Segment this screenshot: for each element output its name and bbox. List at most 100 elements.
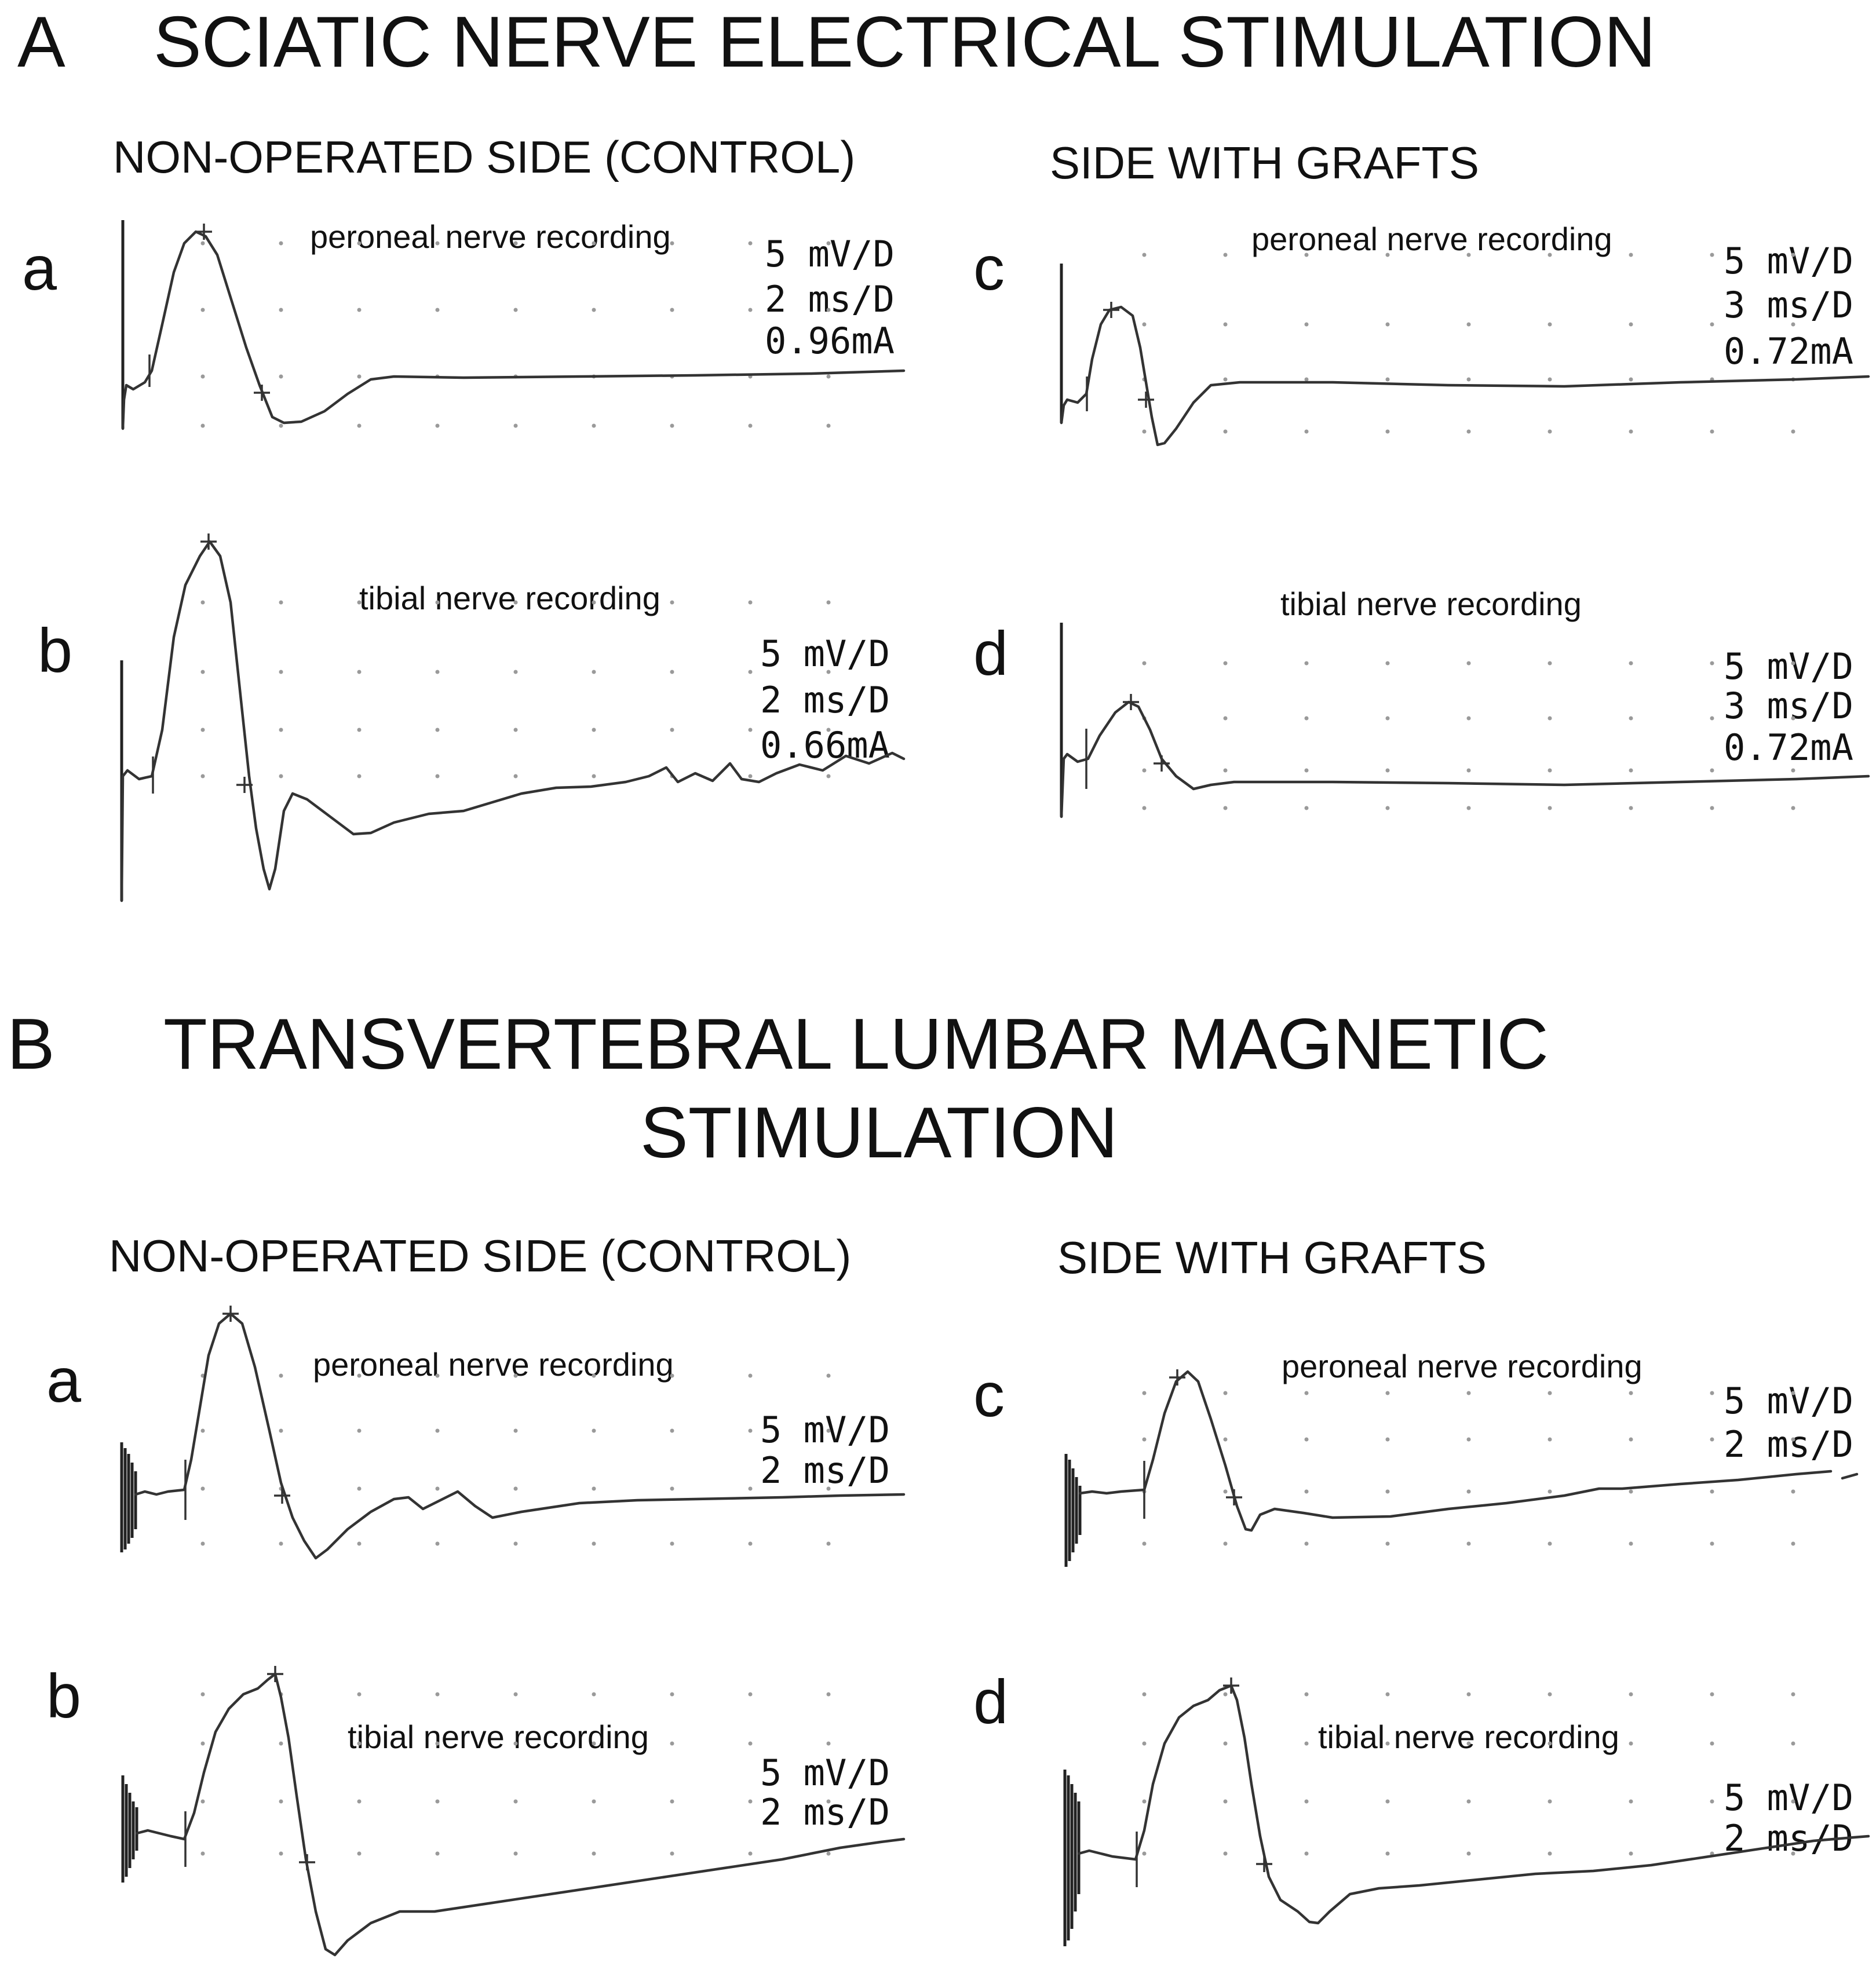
offset-marker: [274, 1487, 290, 1504]
grid-dot: [279, 1851, 283, 1856]
grid-dot: [1466, 1799, 1471, 1804]
grid-dot: [1304, 768, 1309, 773]
grid-dot: [1142, 1692, 1147, 1697]
grid-dot: [513, 1799, 518, 1804]
grid-dot: [592, 1373, 596, 1378]
recording-label: peroneal nerve recording: [1282, 1348, 1643, 1384]
grid-dot: [1142, 768, 1147, 773]
grid-dot: [1710, 716, 1714, 721]
gain-param: 5 mV/D: [760, 633, 890, 675]
grid-dot: [513, 1428, 518, 1433]
grid-dot: [670, 1741, 674, 1746]
grid-dot: [1142, 1391, 1147, 1395]
grid-dot: [1304, 716, 1309, 721]
trace: [135, 1672, 906, 1957]
grid-dot: [513, 308, 518, 312]
sweep-param: 2 ms/D: [1724, 1423, 1853, 1465]
grid-dot: [200, 423, 205, 428]
grid-dot: [435, 1799, 440, 1804]
grid-dot: [592, 1541, 596, 1546]
panel-a-b: b tibial nerve recording 5 mV/D 2 ms/D 0…: [38, 533, 906, 902]
grid-dot: [1791, 716, 1795, 721]
current-param: 0.72mA: [1724, 330, 1853, 372]
grid-dot: [826, 728, 831, 732]
grid-dot: [1791, 768, 1795, 773]
grid-dot: [748, 1373, 753, 1378]
grid-dot: [1791, 1799, 1795, 1804]
grid-dot: [279, 1373, 283, 1378]
grid-dot: [1791, 1741, 1795, 1746]
grid-dot: [670, 241, 674, 246]
grid-dot: [279, 728, 283, 732]
grid-dot: [1466, 1692, 1471, 1697]
panel-a-d: d tibial nerve recording 5 mV/D 3 ms/D 0…: [973, 586, 1870, 818]
left-side-label: NON-OPERATED SIDE (CONTROL): [109, 1230, 851, 1281]
grid-dot: [1466, 429, 1471, 434]
grid-dot: [1710, 768, 1714, 773]
grid-dot: [670, 1692, 674, 1697]
grid-dot: [1142, 322, 1147, 327]
trace: [121, 230, 906, 430]
gain-param: 5 mV/D: [1724, 1777, 1853, 1819]
grid-dot: [592, 241, 596, 246]
grid-dot: [279, 241, 283, 246]
grid-dot: [748, 1428, 753, 1433]
grid-dot: [1223, 768, 1228, 773]
grid-dot: [1791, 1692, 1795, 1697]
grid-dot: [279, 308, 283, 312]
grid-dot: [1466, 1851, 1471, 1856]
grid-dot: [357, 423, 362, 428]
stimulus-artifact: [1063, 1770, 1081, 1946]
offset-marker: [1226, 1489, 1242, 1505]
section-b: B TRANSVERTEBRAL LUMBAR MAGNETIC STIMULA…: [7, 1004, 1870, 1957]
grid-dot: [592, 308, 596, 312]
grid-dot: [826, 308, 831, 312]
grid-dot: [1385, 1851, 1390, 1856]
grid-dot: [1385, 253, 1390, 257]
grid-dots: [200, 1692, 831, 1856]
grid-dot: [1791, 322, 1795, 327]
grid-dot: [670, 600, 674, 605]
offset-marker: [1256, 1856, 1272, 1872]
grid-dot: [513, 670, 518, 674]
recording-label: peroneal nerve recording: [313, 1346, 674, 1383]
grid-dot: [357, 308, 362, 312]
grid-dot: [1385, 1692, 1390, 1697]
trace: [120, 540, 906, 902]
grid-dot: [826, 423, 831, 428]
grid-dot: [435, 728, 440, 732]
panel-letter: d: [973, 1666, 1008, 1737]
grid-dot: [1304, 1437, 1309, 1442]
panel-letter: b: [38, 615, 72, 685]
grid-dot: [1223, 716, 1228, 721]
grid-dot: [357, 728, 362, 732]
grid-dot: [1223, 1489, 1228, 1494]
grid-dot: [357, 1851, 362, 1856]
grid-dot: [826, 1799, 831, 1804]
grid-dot: [1791, 1489, 1795, 1494]
grid-dot: [826, 1692, 831, 1697]
grid-dot: [592, 1741, 596, 1746]
panel-letter: a: [46, 1345, 82, 1415]
offset-marker: [236, 777, 253, 793]
grid-dot: [592, 1692, 596, 1697]
grid-dot: [1629, 1692, 1633, 1697]
grid-dot: [592, 1851, 596, 1856]
grid-dot: [1629, 1799, 1633, 1804]
grid-dot: [200, 1486, 205, 1491]
grid-dot: [1710, 429, 1714, 434]
recording-label: tibial nerve recording: [1318, 1719, 1619, 1755]
grid-dot: [200, 728, 205, 732]
grid-dot: [1466, 1489, 1471, 1494]
grid-dot: [592, 1799, 596, 1804]
grid-dot: [1223, 1391, 1228, 1395]
grid-dot: [1629, 768, 1633, 773]
grid-dot: [1466, 1391, 1471, 1395]
grid-dot: [1710, 1541, 1714, 1546]
grid-dot: [826, 1741, 831, 1746]
gain-param: 5 mV/D: [760, 1409, 890, 1451]
grid-dot: [513, 241, 518, 246]
grid-dot: [1547, 1541, 1552, 1546]
grid-dot: [279, 374, 283, 379]
grid-dot: [1223, 253, 1228, 257]
